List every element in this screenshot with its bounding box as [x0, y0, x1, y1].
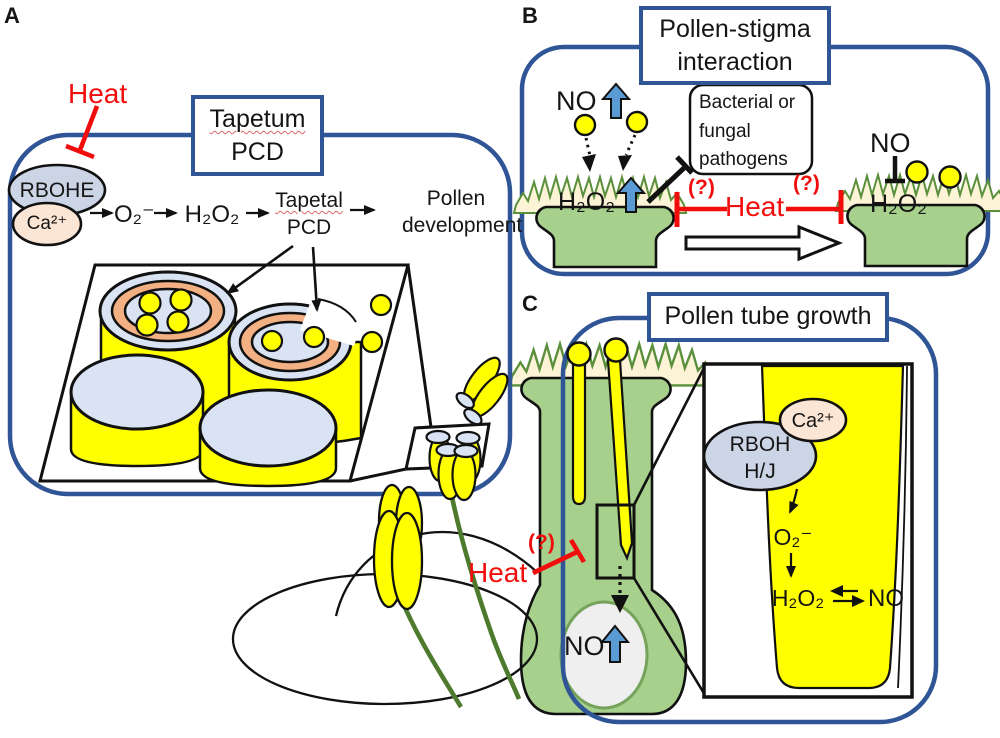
free-pollen-grains	[360, 293, 393, 354]
no-label-c-inset: NO	[868, 585, 904, 612]
panel-b-title-box	[639, 6, 831, 85]
pathogen-inhibition-tbar	[646, 155, 694, 204]
anther-cross-section	[38, 244, 491, 488]
anther-tilted	[455, 356, 509, 426]
heat-label-b: Heat	[725, 191, 785, 222]
panel-c-title-box	[647, 292, 889, 342]
pollen-grain-b4	[938, 165, 962, 189]
panel-a-title: Tapetum PCD	[193, 103, 322, 168]
tapetal-pcd-arrow-left	[226, 244, 294, 295]
pollen-arrowhead-1	[582, 154, 596, 172]
pollen-landing-arrows	[584, 134, 637, 157]
h2o2-up-arrow-b	[615, 176, 647, 213]
rboh-to-o2-arrow	[788, 488, 799, 514]
inset-connector-top	[632, 365, 707, 506]
pathogens-line3: pathogens	[699, 149, 788, 170]
ca-ellipse-c	[778, 397, 848, 443]
rboh-ellipse	[702, 420, 818, 492]
no-label-b-right: NO	[870, 128, 911, 158]
heat-label-c: Heat	[468, 557, 528, 588]
heat-label-a: Heat	[68, 78, 128, 109]
panel-b-title: Pollen-stigma interaction	[641, 13, 829, 78]
panel-a-pathway	[7, 105, 376, 247]
panel-c-graphics	[532, 337, 914, 699]
question-label-b-right: (?)	[793, 172, 820, 195]
pathway-arrows-a	[90, 205, 376, 218]
no-inhibition-tbar	[885, 156, 905, 184]
h2o2-label-c: H₂O₂	[771, 585, 825, 611]
no-up-arrow-b	[600, 82, 632, 119]
ca-label-c: Ca²⁺	[791, 410, 835, 432]
magnified-region-box	[595, 503, 636, 580]
pollen-development-label: Pollen development	[402, 185, 523, 240]
title-boxes	[191, 6, 889, 342]
anther-flower-pair	[372, 483, 424, 611]
ca-label-a: Ca²⁺	[26, 213, 68, 234]
stigma-body-b-left	[535, 205, 675, 269]
heat-inhibition-b	[674, 190, 844, 227]
rbohe-label: RBOHE	[19, 179, 95, 202]
pathogens-line1: Bacterial or	[699, 92, 796, 113]
pollen-grain-c1	[566, 341, 592, 367]
panel-b-label: B	[522, 3, 538, 28]
tube-growth-arrowhead	[611, 595, 629, 613]
filament-right	[449, 496, 522, 700]
rboh-line1: RBOH	[729, 433, 791, 456]
inset-connector-bottom	[632, 577, 707, 696]
rboh-line2: H/J	[744, 460, 776, 484]
panel-a-label: A	[4, 3, 20, 28]
rboh-label: RBOH H/J	[705, 431, 815, 486]
stigma-body-b-right	[846, 203, 986, 268]
pathogens-label: Bacterial or fungal pathogens	[699, 89, 795, 175]
progression-arrow-b	[684, 224, 844, 262]
panel-c-label: C	[522, 291, 538, 316]
pollen-grains-left	[135, 288, 193, 337]
equilibrium-arrowhead-right	[852, 595, 865, 607]
tapetal-pcd-label: Tapetal PCD	[271, 187, 347, 242]
panel-a-title-box	[191, 95, 324, 176]
pollen-tube-short	[571, 360, 587, 506]
no-up-arrow-ovary	[599, 624, 631, 663]
pollen-development-line1: Pollen	[426, 187, 486, 210]
panel-b-graphics	[513, 82, 1000, 269]
panel-a-title-line1: Tapetum	[209, 105, 306, 133]
panel-b-title-line1: Pollen-stigma	[659, 15, 811, 43]
question-label-b-left: (?)	[688, 176, 715, 199]
tapetum-ring-flap	[317, 298, 357, 323]
panel-b-title-line2: interaction	[677, 47, 793, 76]
superoxide-label-c: O₂⁻	[773, 524, 813, 550]
no-label-b-top: NO	[556, 86, 597, 116]
pollen-grain-c2	[603, 337, 629, 363]
inset-tube-wall-line	[897, 365, 908, 689]
ca-ellipse-a	[11, 201, 83, 247]
pollen-grains-right	[260, 325, 326, 353]
tapetal-pcd-arrow-right	[311, 246, 322, 312]
pollen-grain-b3	[905, 160, 929, 184]
heat-inhibition-a	[65, 105, 100, 160]
tapetal-pcd-line2: PCD	[286, 216, 332, 240]
h2o2-label-b-left: H₂O₂	[558, 188, 615, 216]
cylinder-front-right-top	[198, 388, 338, 468]
anther-upright	[425, 429, 482, 502]
stamens	[372, 356, 522, 709]
pollen-grain-b1	[573, 113, 597, 137]
tapetal-pcd-line1: Tapetal	[275, 189, 343, 212]
filament-left	[400, 602, 463, 709]
equilibrium-arrowhead-left	[830, 585, 843, 597]
panel-a-title-line2: PCD	[231, 137, 284, 166]
no-label-ovary: NO	[564, 631, 605, 661]
question-label-c: (?)	[528, 531, 555, 554]
superoxide-label-a: O₂⁻	[114, 201, 155, 228]
heat-inhibition-c	[532, 538, 586, 576]
h2o2-label-a: H₂O₂	[184, 201, 240, 228]
cylinder-front-left-top	[69, 353, 205, 431]
h2o2-label-b-right: H₂O₂	[870, 190, 927, 218]
pollen-development-line2: development	[402, 214, 523, 238]
pollen-arrowhead-2	[618, 155, 632, 171]
pathogens-line2: fungal	[699, 120, 751, 142]
pollen-grain-b2	[625, 110, 649, 134]
panel-c-title: Pollen tube growth	[664, 302, 872, 330]
